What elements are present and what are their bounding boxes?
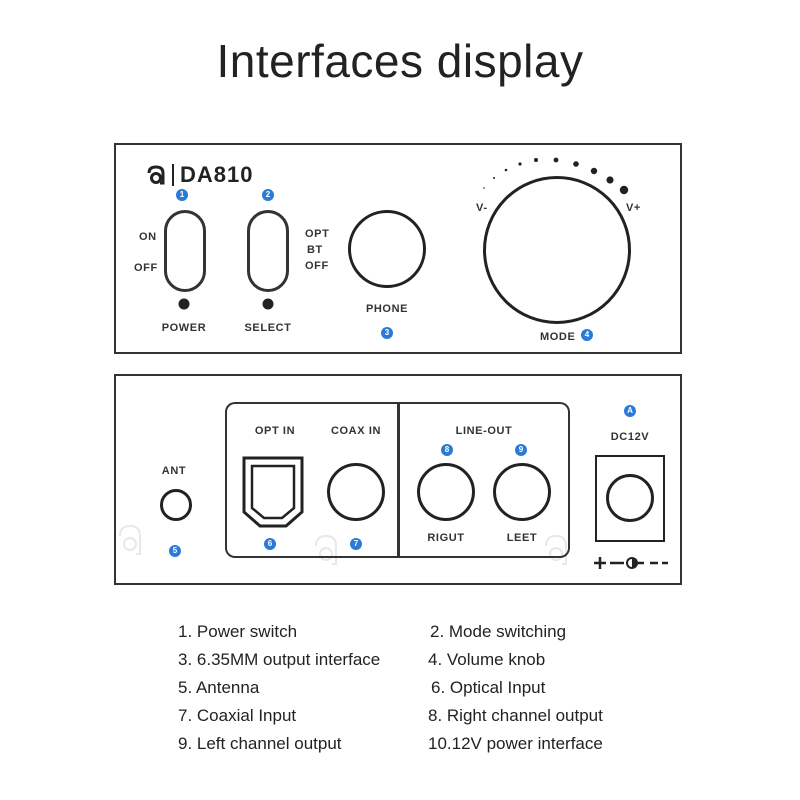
power-switch[interactable] [164,210,206,292]
page-title: Interfaces display [216,35,584,87]
legend-item-9: 9. Left channel output [178,734,342,753]
volume-knob[interactable] [483,176,631,324]
badge-a: A [624,405,636,417]
opt-in-label: OPT IN [254,425,296,437]
brand-divider [172,164,174,186]
legend-item-8: 8. Right channel output [428,706,603,725]
left-channel-output[interactable] [493,463,551,521]
right-output-label: RIGUT [427,532,465,544]
select-off-label: OFF [305,260,329,272]
line-out-label: LINE-OUT [455,425,513,437]
volume-min-label: V- [476,202,488,214]
coax-in-label: COAX IN [330,425,382,437]
select-label: SELECT [244,322,292,334]
dc-label: DC12V [610,431,650,443]
volume-max-label: V+ [626,202,641,214]
legend-item-3: 3. 6.35MM output interface [178,650,381,669]
antenna-connector[interactable] [160,489,192,521]
select-bt-label: BT [307,244,323,256]
badge-2: 2 [262,189,274,201]
legend-item-7: 7. Coaxial Input [178,706,297,725]
legend-item-2: 2. Mode switching [430,622,567,641]
model-name: DA810 [180,162,254,187]
legend-item-4: 4. Volume knob [428,650,546,669]
polarity-icon [594,557,668,569]
badge-1: 1 [176,189,188,201]
select-opt-label: OPT [305,228,330,240]
power-label: POWER [161,322,207,334]
badge-7: 7 [350,538,362,550]
power-indicator-dot [178,298,190,310]
group-divider [397,402,400,558]
select-indicator-dot [262,298,274,310]
input-group-box [225,402,403,558]
phone-label: PHONE [365,303,409,315]
watermark-icon [119,524,567,565]
mode-label: MODE [540,331,576,343]
badge-6: 6 [264,538,276,550]
select-switch[interactable] [247,210,289,292]
brand-logo-icon [146,165,166,185]
power-off-label: OFF [134,262,158,274]
optical-input-port[interactable] [242,456,304,528]
legend-item-10: 10.12V power interface [428,734,603,753]
badge-3: 3 [381,327,393,339]
dc-power-jack[interactable] [606,474,654,522]
badge-8: 8 [441,444,453,456]
badge-5: 5 [169,545,181,557]
badge-4: 4 [581,329,593,341]
legend-item-5: 5. Antenna [178,678,260,697]
line-out-group-box [398,402,570,558]
badge-9: 9 [515,444,527,456]
legend-item-1: 1. Power switch [178,622,298,641]
ant-label: ANT [161,465,187,477]
legend-item-6: 6. Optical Input [431,678,546,697]
phone-jack[interactable] [348,210,426,288]
right-channel-output[interactable] [417,463,475,521]
volume-scale-dots [483,157,629,195]
coaxial-input-port[interactable] [327,463,385,521]
left-output-label: LEET [506,532,538,544]
power-on-label: ON [139,231,157,243]
